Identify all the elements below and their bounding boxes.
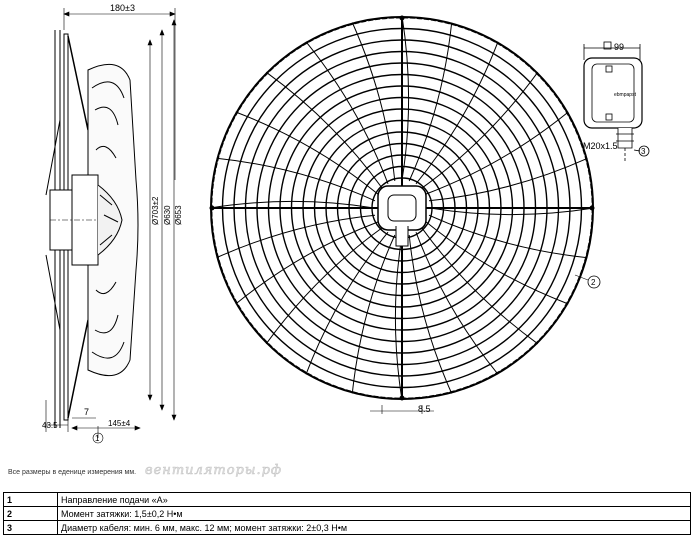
- guard-spoke: [209, 200, 375, 209]
- legend-number: 3: [3, 520, 58, 535]
- side-dimensions: [45, 8, 177, 444]
- dim-653: Ø653: [174, 205, 183, 225]
- legend-text: Направление подачи «А»: [57, 492, 691, 507]
- watermark: вентиляторы.рф: [145, 463, 283, 479]
- guard-spoke: [235, 111, 379, 195]
- guard-spoke: [401, 15, 410, 181]
- guard-spoke: [408, 22, 453, 182]
- cable-gland-label: M20x1.5: [583, 141, 618, 151]
- dim-8-5: 8.5: [418, 404, 431, 414]
- legend-text: Момент затяжки: 1,5±0,2 Н•м: [57, 506, 691, 521]
- dim-180: 180±3: [110, 3, 135, 13]
- guard-spoke: [415, 232, 499, 375]
- dim-145: 145±4: [108, 419, 131, 428]
- front-view-guard: [209, 15, 601, 414]
- callout-2-label: 2: [591, 278, 596, 287]
- legend-row: 3 Диаметр кабеля: мин. 6 мм, макс. 12 мм…: [3, 520, 691, 535]
- fan-technical-drawing: 180±3 Ø703±2 Ø630 Ø653 7 43.5 145±4 1 8.…: [42, 3, 650, 444]
- guard-spoke: [305, 41, 389, 184]
- guard-spoke: [216, 214, 376, 259]
- guard-spoke: [265, 71, 383, 189]
- terminal-box-brand: ebmpapst: [614, 92, 637, 98]
- legend-row: 2 Момент затяжки: 1,5±0,2 Н•м: [3, 506, 691, 521]
- guard-spoke: [421, 71, 539, 189]
- guard-spoke: [425, 221, 569, 305]
- guard-spoke: [426, 111, 569, 195]
- legend-text: Диаметр кабеля: мин. 6 мм, макс. 12 мм; …: [57, 520, 691, 535]
- guard-spoke: [428, 214, 588, 259]
- guard-spoke: [235, 221, 378, 305]
- callout-1-label: 1: [95, 434, 100, 443]
- callout-3-label: 3: [641, 147, 646, 156]
- legend-row: 1 Направление подачи «А»: [3, 492, 691, 507]
- dim-43-5: 43.5: [42, 421, 58, 430]
- guard-spoke: [429, 207, 595, 216]
- legend-number: 2: [3, 506, 58, 521]
- legend-table: 1 Направление подачи «А» 2 Момент затяжк…: [3, 492, 691, 535]
- dim-99: 99: [614, 42, 624, 52]
- dim-630: Ø630: [163, 205, 172, 225]
- terminal-box: [583, 41, 650, 162]
- guard-spoke: [408, 234, 453, 394]
- guard-spoke: [415, 41, 499, 185]
- dim-703: Ø703±2: [151, 196, 160, 225]
- dim-7: 7: [84, 407, 89, 417]
- guard-spoke: [421, 227, 539, 345]
- guard-spoke: [216, 157, 376, 202]
- guard-spoke: [305, 231, 389, 375]
- guard-spoke: [394, 235, 403, 401]
- guard-spoke: [351, 234, 396, 394]
- guard-spoke: [428, 157, 588, 202]
- legend-number: 1: [3, 492, 58, 507]
- side-view: [45, 30, 139, 428]
- guard-spoke: [265, 227, 383, 345]
- units-note: Все размеры в еденице измерения мм.: [8, 469, 137, 476]
- guard-spoke: [351, 22, 396, 182]
